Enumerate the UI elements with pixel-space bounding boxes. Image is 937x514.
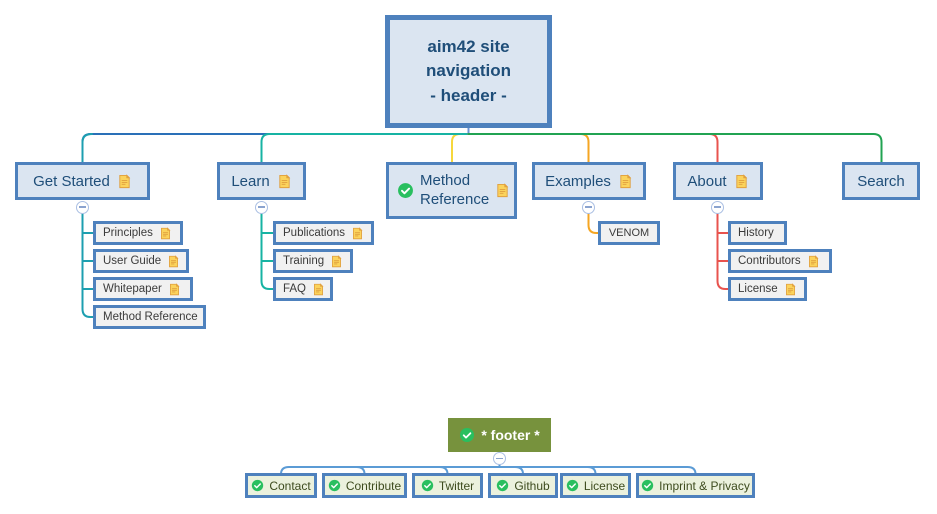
node-label: Training [283, 255, 325, 267]
document-icon [330, 254, 343, 268]
check-icon [328, 479, 341, 492]
document-icon [784, 282, 797, 296]
node-label: Whitepaper [103, 283, 162, 295]
node-get-started[interactable]: Get Started [15, 162, 150, 200]
node-label: Imprint & Privacy [659, 478, 750, 493]
node-label: FAQ [283, 283, 307, 295]
footer-children-lines [280, 463, 697, 475]
node-label: License [583, 478, 626, 493]
node-label: Get Started [33, 172, 110, 190]
node-method-reference[interactable]: Method Reference [386, 162, 517, 219]
node-label: License [738, 283, 778, 295]
document-icon [277, 173, 292, 189]
about-children-lines [716, 213, 730, 290]
node-label: Examples [545, 172, 611, 190]
branch-line-method-reference [451, 133, 470, 163]
check-icon [496, 479, 509, 492]
check-icon [251, 479, 264, 492]
node-method-reference-child[interactable]: Method Reference [93, 305, 206, 329]
node-license[interactable]: License [728, 277, 807, 301]
node-label: Method Reference [103, 311, 198, 323]
node-label: Contact [269, 478, 311, 493]
node-faq[interactable]: FAQ [273, 277, 333, 301]
collapse-toggle-learn[interactable] [255, 200, 268, 214]
minus-icon [258, 206, 265, 208]
node-about[interactable]: About [673, 162, 763, 200]
document-icon [167, 254, 180, 268]
node-label: VENOM [608, 227, 650, 239]
document-icon [168, 282, 181, 296]
node-twitter[interactable]: Twitter [412, 473, 483, 498]
node-learn[interactable]: Learn [217, 162, 306, 200]
node-whitepaper[interactable]: Whitepaper [93, 277, 193, 301]
node-label: User Guide [103, 255, 162, 267]
node-label: * footer * [481, 427, 540, 443]
branch-line-search [467, 133, 883, 163]
check-icon [421, 479, 434, 492]
node-label: Github [514, 478, 550, 493]
node-github[interactable]: Github [488, 473, 558, 498]
node-label: Principles [103, 227, 153, 239]
document-icon [495, 183, 510, 198]
branch-line-about [467, 133, 719, 163]
node-footer[interactable]: * footer * [448, 418, 551, 452]
document-icon [312, 282, 325, 296]
node-label: Publications [283, 227, 346, 239]
document-icon [734, 173, 749, 189]
minus-icon [496, 457, 503, 460]
node-label: Contribute [345, 478, 402, 493]
node-contributors[interactable]: Contributors [728, 249, 832, 273]
node-label: History [738, 227, 774, 239]
minus-icon [79, 206, 86, 208]
node-contact[interactable]: Contact [245, 473, 317, 498]
node-label: Search [857, 172, 905, 190]
document-icon [618, 173, 633, 189]
collapse-toggle-examples[interactable] [582, 200, 595, 214]
node-contribute[interactable]: Contribute [322, 473, 407, 498]
node-header-label: aim42 site navigation - header - [425, 36, 511, 105]
node-search[interactable]: Search [842, 162, 920, 200]
node-imprint-privacy[interactable]: Imprint & Privacy [636, 473, 755, 498]
node-examples[interactable]: Examples [532, 162, 646, 200]
check-icon [459, 427, 475, 443]
check-icon [566, 479, 579, 492]
collapse-toggle-about[interactable] [711, 200, 724, 214]
branch-line-learn [260, 133, 470, 163]
node-footer-license[interactable]: License [560, 473, 631, 498]
node-venom[interactable]: VENOM [598, 221, 660, 245]
check-icon [397, 182, 414, 199]
collapse-toggle-get-started[interactable] [76, 200, 89, 214]
document-icon [807, 254, 820, 268]
document-icon [159, 226, 172, 240]
learn-children-lines [260, 213, 275, 290]
examples-children-lines [587, 213, 600, 234]
node-header[interactable]: aim42 site navigation - header - [385, 15, 552, 128]
collapse-toggle-footer[interactable] [493, 452, 506, 465]
node-label: About [687, 172, 727, 190]
document-icon [351, 226, 364, 240]
minus-icon [585, 206, 592, 208]
check-icon [641, 479, 654, 492]
branch-line-examples [467, 133, 590, 163]
node-training[interactable]: Training [273, 249, 353, 273]
node-publications[interactable]: Publications [273, 221, 374, 245]
node-label: Twitter [438, 478, 475, 493]
node-user-guide[interactable]: User Guide [93, 249, 189, 273]
node-label: Method Reference [420, 171, 490, 208]
branch-line-get-started [81, 133, 470, 163]
get-started-children-lines [81, 213, 95, 318]
node-principles[interactable]: Principles [93, 221, 183, 245]
branch-line-get-started-drop [81, 133, 93, 163]
node-label: Learn [231, 172, 270, 190]
document-icon [117, 173, 132, 189]
node-label: Contributors [738, 255, 801, 267]
minus-icon [714, 206, 721, 208]
node-history[interactable]: History [728, 221, 787, 245]
